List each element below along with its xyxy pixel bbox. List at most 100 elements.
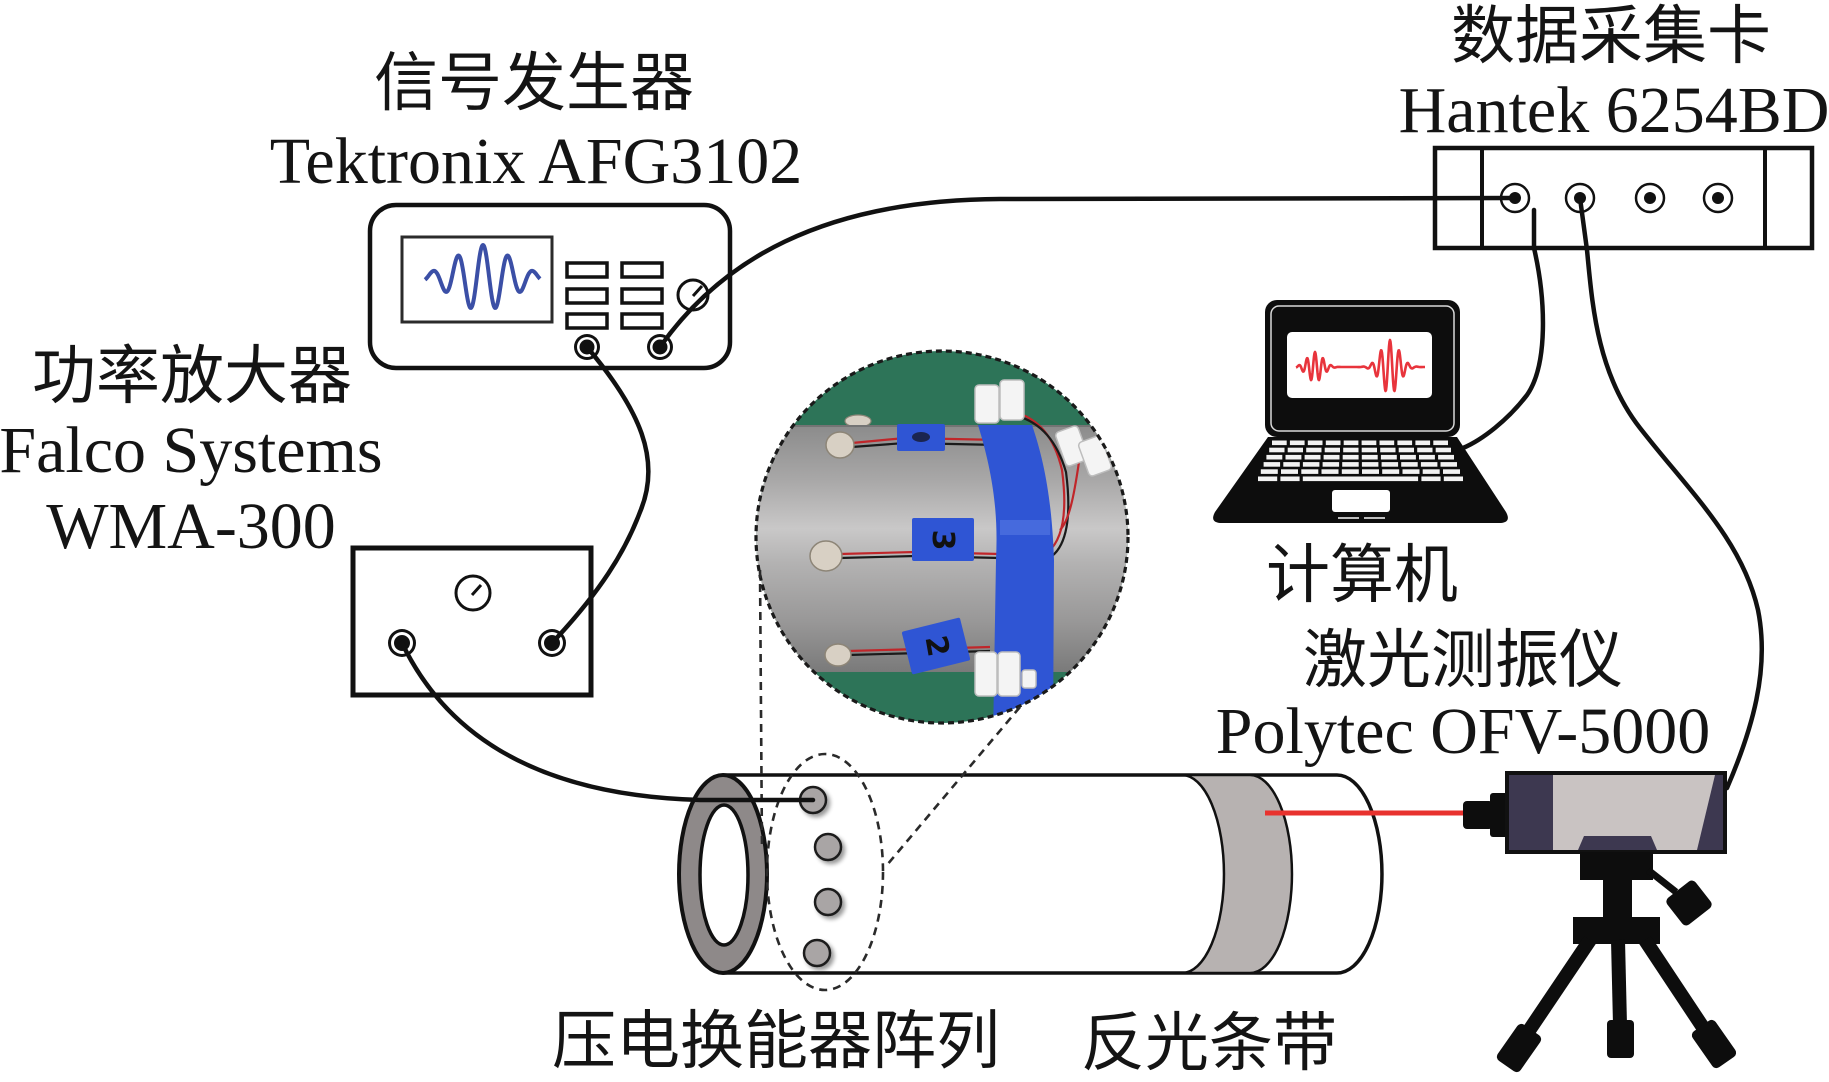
knob-pointer xyxy=(691,284,704,298)
keyboard-key xyxy=(1287,447,1303,453)
keyboard-key xyxy=(1269,447,1285,453)
keyboard-key xyxy=(1419,454,1435,460)
keyboard-key xyxy=(1420,462,1438,467)
laser-vibrometer xyxy=(1265,771,1737,1073)
transducer-2 xyxy=(813,832,843,862)
keyboard-key xyxy=(1258,476,1278,482)
photo-content: 3 2 xyxy=(756,351,1128,723)
tripod xyxy=(1496,852,1737,1073)
cable-amplifier-to-transducer xyxy=(399,640,816,803)
computer-waveform-icon xyxy=(1295,338,1426,393)
keyboard-key xyxy=(1323,454,1340,460)
generator-button xyxy=(565,261,609,279)
reflective-tape-band xyxy=(1181,773,1294,975)
computer-label: 计算机 xyxy=(1266,540,1458,611)
laptop-keyboard xyxy=(1258,440,1463,482)
keyboard-key xyxy=(1443,476,1463,482)
laptop-screen-bezel xyxy=(1270,305,1455,432)
keyboard-key xyxy=(1260,469,1278,474)
keyboard-key xyxy=(1438,454,1454,460)
keyboard-key xyxy=(1422,469,1440,474)
photo-tag-3-text: 3 xyxy=(925,530,960,551)
signal-generator-label: 信号发生器 xyxy=(374,48,694,119)
keyboard-key xyxy=(1342,454,1359,460)
keyboard-key xyxy=(1322,462,1340,467)
terminal-block xyxy=(974,651,998,697)
cable-daq-to-vibrometer xyxy=(1577,195,1765,791)
vibrometer-lens-tip xyxy=(1463,801,1493,829)
cable-generator-to-daq xyxy=(657,195,1518,350)
generator-button xyxy=(620,287,664,305)
power-amplifier-knob-icon xyxy=(454,574,492,612)
photo-blue-tags: 3 2 xyxy=(897,424,974,675)
keyboard-key xyxy=(1280,476,1300,482)
terminal-block xyxy=(974,384,1000,424)
keyboard-key xyxy=(1283,462,1300,467)
terminal-block xyxy=(997,651,1021,697)
keyboard-key xyxy=(1301,469,1319,474)
transducer-array-label: 压电换能器阵列 xyxy=(552,1006,1000,1077)
power-amplifier-model-line2: WMA-300 xyxy=(46,490,336,563)
signal-generator xyxy=(367,202,733,371)
daq-channel-2-pin xyxy=(1574,192,1586,204)
tripod-leg-center xyxy=(1611,939,1627,1026)
cable-daq-to-computer xyxy=(1460,207,1546,451)
generator-button xyxy=(565,312,609,330)
keyboard-key xyxy=(1380,447,1396,453)
transducer-4 xyxy=(802,938,832,968)
tripod-handle-arm xyxy=(1645,867,1679,895)
keyboard-key xyxy=(1362,469,1379,474)
tripod-column xyxy=(1603,878,1632,919)
keyboard-key xyxy=(1342,462,1359,467)
laser-vibrometer-label: 激光测振仪 xyxy=(1303,625,1623,696)
photo-transducer-disk xyxy=(825,431,855,459)
photo-transducer-disk xyxy=(824,643,852,667)
daq-channel-1-pin xyxy=(1509,192,1521,204)
tripod-foot-right xyxy=(1691,1019,1737,1069)
keyboard-key xyxy=(1381,462,1399,467)
photo-tag-top-mark xyxy=(912,432,930,442)
generator-button xyxy=(620,312,664,330)
photo-transducer-disks xyxy=(809,431,855,667)
knob-pointer xyxy=(470,583,483,597)
keyboard-key xyxy=(1304,454,1321,460)
daq-channel-4-pin xyxy=(1712,192,1724,204)
keyboard-key xyxy=(1400,454,1416,460)
keyboard-key xyxy=(1263,462,1281,467)
keyboard-key xyxy=(1306,447,1322,453)
keyboard-key xyxy=(1421,476,1441,482)
keyboard-key xyxy=(1443,469,1460,474)
keyboard-key xyxy=(1341,469,1359,474)
tripod-leg-left xyxy=(1518,936,1596,1042)
power-amplifier-body xyxy=(350,545,594,698)
power-amplifier-label: 功率放大器 xyxy=(32,341,352,412)
keyboard-key xyxy=(1343,440,1359,446)
keyboard-key xyxy=(1433,440,1448,446)
power-amplifier xyxy=(350,545,594,698)
transducer-array xyxy=(798,785,843,968)
cables xyxy=(399,195,1765,803)
zoom-indicator-line-left xyxy=(758,569,764,851)
keyboard-key xyxy=(1361,440,1377,446)
keyboard-key xyxy=(1361,454,1378,460)
photo-tag-3 xyxy=(912,518,974,561)
pipe-specimen xyxy=(677,752,1384,992)
keyboard-key xyxy=(1380,454,1397,460)
tripod-handle-knob xyxy=(1666,880,1712,926)
tripod-foot-left xyxy=(1496,1023,1542,1073)
keyboard-key xyxy=(1321,469,1339,474)
keyboard-key xyxy=(1343,447,1359,453)
photo-tag-2 xyxy=(901,617,971,675)
generator-button xyxy=(565,287,609,305)
tripod-leg-right xyxy=(1639,936,1716,1042)
keyboard-key xyxy=(1415,440,1431,446)
keyboard-key xyxy=(1401,462,1418,467)
terminal-block xyxy=(999,379,1025,421)
power-amplifier-model-line1: Falco Systems xyxy=(0,414,383,487)
vibrometer-rear-shade xyxy=(1697,775,1723,850)
daq-channel-pins xyxy=(1509,192,1724,204)
keyboard-key xyxy=(1272,440,1287,446)
signal-generator-model: Tektronix AFG3102 xyxy=(270,125,803,198)
